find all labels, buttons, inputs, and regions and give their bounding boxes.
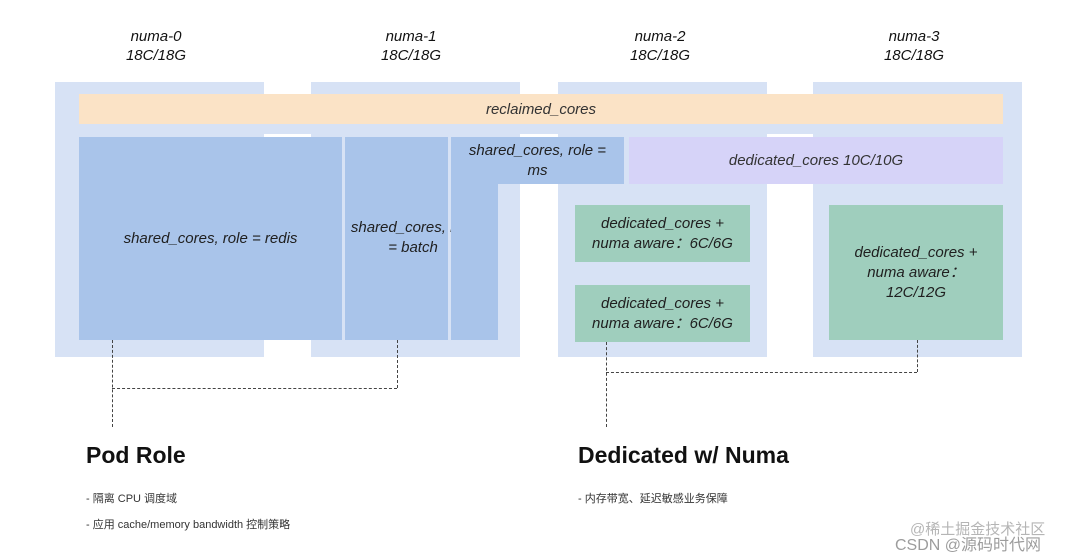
numa-bridge — [55, 124, 1022, 134]
dedicated-numa-1-line2: numa aware：6C/6G — [592, 234, 733, 252]
shared-cores-ms-top: shared_cores, role = ms — [451, 137, 624, 184]
numa-2-capacity: 18C/18G — [629, 47, 691, 64]
dedicated-numa-title: Dedicated w/ Numa — [578, 442, 789, 468]
pod-role-bullet-2: - 应用 cache/memory bandwidth 控制策略 — [86, 519, 291, 531]
pod-role-connector-right — [397, 340, 398, 388]
numa-3-name: numa-3 — [888, 28, 940, 45]
dedicated-numa-block-2: dedicated_cores + numa aware：6C/6G — [575, 285, 750, 342]
shared-redis-label: shared_cores, role = redis — [123, 229, 298, 247]
numa-3-capacity: 18C/18G — [883, 47, 945, 64]
dedicated-numa-1-line1: dedicated_cores + — [600, 214, 724, 232]
numa-3-title: numa-3 18C/18G — [834, 27, 994, 65]
pod-role-bullet-1: - 隔离 CPU 调度域 — [86, 493, 178, 505]
dedicated-numa-3-line3: 12C/12G — [885, 283, 947, 301]
shared-ms-line2: ms — [527, 161, 548, 179]
watermark-juejin: @稀土掘金技术社区 — [910, 521, 1046, 538]
numa-2-name: numa-2 — [634, 28, 686, 45]
watermark-csdn: CSDN @源码时代网 — [895, 537, 1042, 554]
numa-0-title: numa-0 18C/18G — [76, 27, 236, 65]
dedicated-cores-block: dedicated_cores 10C/10G — [629, 137, 1003, 184]
dedicated-numa-bullet-1: - 内存带宽、延迟敏感业务保障 — [578, 493, 728, 505]
shared-cores-batch — [345, 137, 448, 340]
numa-2-title: numa-2 18C/18G — [580, 27, 740, 65]
dedicated-numa-block-1: dedicated_cores + numa aware：6C/6G — [575, 205, 750, 262]
dedicated-numa-block-3: dedicated_cores + numa aware： 12C/12G — [829, 205, 1003, 340]
numa-1-name: numa-1 — [385, 28, 437, 45]
dedicated-numa-2-line1: dedicated_cores + — [600, 294, 724, 312]
shared-batch-label: shared_cores, role = batch — [318, 218, 508, 258]
numa-0-name: numa-0 — [130, 28, 182, 45]
dedicated-numa-3-line1: dedicated_cores + — [854, 243, 978, 261]
pod-role-title: Pod Role — [86, 442, 186, 468]
reclaimed-cores-bar: reclaimed_cores — [79, 94, 1003, 124]
numa-connector-horizontal — [606, 372, 917, 373]
shared-cores-ms-stem — [451, 184, 498, 340]
numa-1-capacity: 18C/18G — [380, 47, 442, 64]
shared-cores-redis: shared_cores, role = redis — [79, 137, 342, 340]
dedicated-numa-2-line2: numa aware：6C/6G — [592, 314, 733, 332]
numa-1-title: numa-1 18C/18G — [331, 27, 491, 65]
shared-batch-line1: shared_cores, role — [350, 219, 476, 236]
numa-0-capacity: 18C/18G — [125, 47, 187, 64]
shared-ms-line1: shared_cores, role = — [468, 141, 607, 159]
pod-role-connector-left — [112, 340, 113, 427]
pod-role-connector-horizontal — [112, 388, 397, 389]
dedicated-cores-label: dedicated_cores 10C/10G — [728, 151, 904, 169]
numa-connector-right — [917, 340, 918, 372]
numa-connector-left — [606, 342, 607, 427]
dedicated-numa-3-line2: numa aware： — [867, 263, 965, 281]
shared-batch-line2: = batch — [388, 239, 438, 256]
